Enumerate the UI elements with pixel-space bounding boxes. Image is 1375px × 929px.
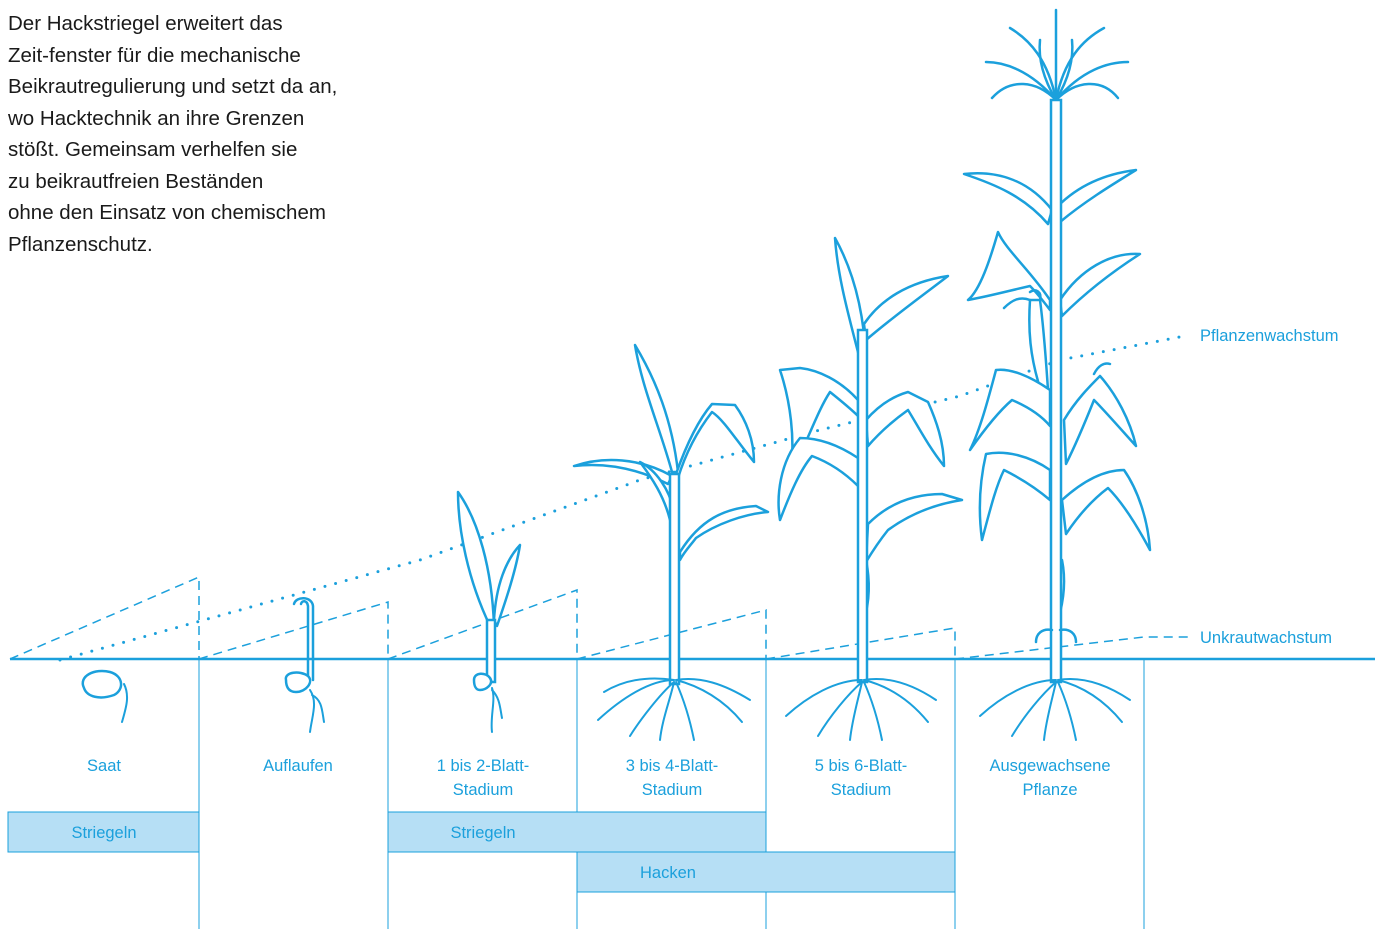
striegeln-label-1: Striegeln — [71, 824, 136, 842]
weed-segment — [198, 600, 389, 660]
weed-segment — [387, 588, 578, 660]
stage-label-ausgewachsen: Ausgewachsene — [989, 757, 1110, 775]
hacken-label: Hacken — [640, 864, 696, 882]
intro-line: wo Hacktechnik an ihre Grenzen — [8, 106, 305, 130]
intro-line: ohne den Einsatz von chemischem — [8, 201, 326, 224]
stage-label-3-4-blatt-line2: Stadium — [642, 781, 703, 799]
weed-growth-label: Unkrautwachstum — [1200, 629, 1332, 647]
measure-bars: Striegeln Striegeln Hacken — [7, 811, 956, 893]
intro-line: Beikrautregulierung und setzt da an, — [8, 75, 338, 98]
one-two-leaf-illustration — [456, 490, 522, 733]
weed-segment — [9, 575, 200, 660]
stage-label-1-2-blatt: 1 bis 2-Blatt- — [437, 757, 530, 775]
intro-line: zu beikrautfreien Beständen — [8, 169, 264, 193]
intro-line: Zeit-fenster für die mechanische — [8, 43, 301, 67]
plant-growth-label: Pflanzenwachstum — [1200, 327, 1339, 345]
striegeln-bar-2 — [387, 811, 767, 853]
stage-label-3-4-blatt: 3 bis 4-Blatt- — [626, 757, 719, 775]
stage-labels: Saat Auflaufen 1 bis 2-Blatt- Stadium 3 … — [87, 757, 1111, 799]
hacken-bar — [576, 851, 956, 893]
intro-line: Pflanzenschutz. — [8, 232, 153, 256]
stage-label-1-2-blatt-line2: Stadium — [453, 781, 514, 799]
mature-plant-illustration — [962, 8, 1152, 741]
three-four-leaf-illustration — [572, 343, 770, 741]
stage-label-saat: Saat — [87, 757, 121, 775]
intro-line: Der Hackstriegel erweitert das — [8, 12, 283, 35]
seed-illustration — [81, 669, 129, 723]
striegeln-bar-1 — [7, 811, 200, 853]
intro-line: stößt. Gemeinsam verhelfen sie — [8, 138, 298, 161]
weed-growth-curve — [9, 575, 1190, 660]
emergence-illustration — [284, 597, 325, 733]
five-six-leaf-illustration — [777, 236, 964, 741]
weed-segment — [954, 636, 1190, 660]
striegeln-label-2: Striegeln — [450, 824, 515, 842]
stage-label-5-6-blatt: 5 bis 6-Blatt- — [815, 757, 908, 775]
stage-label-5-6-blatt-line2: Stadium — [831, 781, 892, 799]
weed-segment — [765, 627, 956, 660]
stage-label-ausgewachsen-line2: Pflanze — [1022, 781, 1077, 799]
intro-text: Der Hackstriegel erweitert das Zeit-fens… — [8, 8, 408, 260]
stage-label-auflaufen: Auflaufen — [263, 757, 333, 775]
weed-segment — [576, 609, 767, 660]
